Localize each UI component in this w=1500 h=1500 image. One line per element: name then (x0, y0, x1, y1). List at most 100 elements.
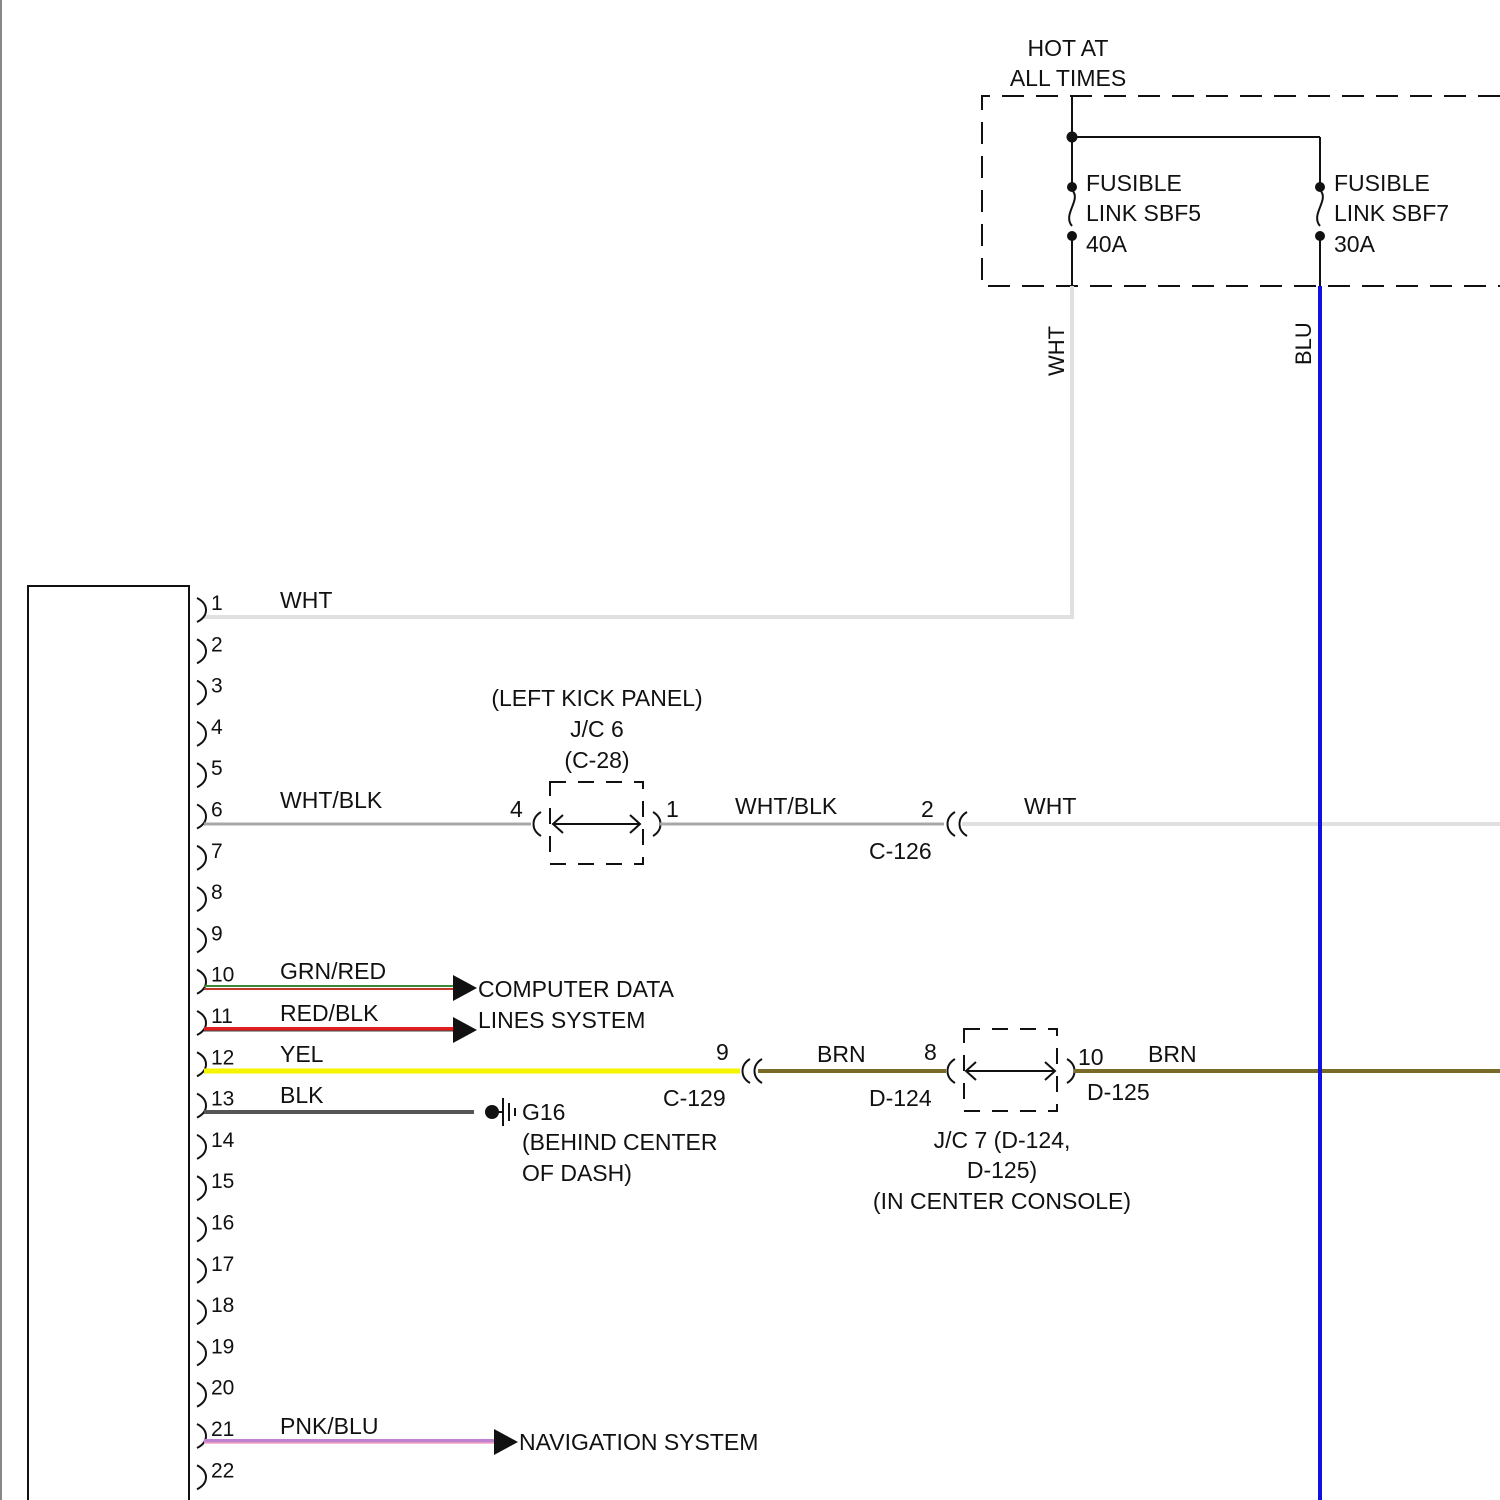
computer-data-line1: COMPUTER DATA (478, 976, 675, 1002)
wire-label-blu-vertical: BLU (1291, 322, 1316, 365)
c129-name: C-129 (663, 1085, 726, 1111)
pin-terminal-icon (197, 1465, 206, 1489)
pin-number: 1 (211, 592, 223, 615)
wire-label-pin6-after-c126: WHT (1024, 793, 1076, 819)
power-label-line2: ALL TIMES (1010, 65, 1126, 91)
pin-number: 6 (211, 799, 223, 822)
connector-pin: 20 (197, 1377, 234, 1407)
pin-terminal-icon (197, 970, 206, 994)
connector-pin: 19 (197, 1335, 234, 1365)
connector-right-icon (653, 812, 661, 836)
connector-pin: 5 (197, 757, 223, 787)
pin-number: 18 (211, 1294, 234, 1317)
junction-jc6: (LEFT KICK PANEL) J/C 6 (C-28) 4 1 (491, 685, 702, 864)
wire-label-pin12-after-c129: BRN (817, 1041, 866, 1067)
bus-junction-dot (1067, 132, 1078, 143)
computer-data-line2: LINES SYSTEM (478, 1007, 645, 1033)
connector-pin: 4 (197, 716, 223, 746)
wire-label-pin6: WHT/BLK (280, 787, 383, 813)
connector-c126: 2 C-126 (869, 796, 967, 864)
fuse-terminal-bottom (1315, 231, 1325, 241)
pin-terminal-icon (197, 763, 206, 787)
ground-name: G16 (522, 1099, 565, 1125)
pin-number: 17 (211, 1253, 234, 1276)
ground-location-line1: (BEHIND CENTER (522, 1129, 718, 1155)
pin-number: 3 (211, 675, 223, 698)
connector-pin: 22 (197, 1459, 234, 1489)
jc7-name-line2: D-125) (967, 1157, 1037, 1183)
fuse-terminal-bottom (1067, 231, 1077, 241)
fuse-element-icon (1069, 190, 1075, 226)
connector-pin: 18 (197, 1294, 234, 1324)
connector-pin: 15 (197, 1170, 234, 1200)
pin-terminal-icon (197, 1218, 206, 1242)
wire-wht-pin1 (204, 286, 1072, 617)
fuse-sbf5-line1: FUSIBLE (1086, 170, 1182, 196)
pin-terminal-icon (197, 1383, 206, 1407)
connector-pin: 7 (197, 840, 223, 870)
arrow-right-icon (453, 975, 477, 1001)
pin-number: 2 (211, 633, 223, 656)
fuse-element-icon (1317, 190, 1323, 226)
pin-number: 16 (211, 1212, 234, 1235)
wire-label-pin1: WHT (280, 587, 332, 613)
jc7-location: (IN CENTER CONSOLE) (873, 1188, 1131, 1214)
navigation-system-label: NAVIGATION SYSTEM (519, 1429, 758, 1455)
pin-terminal-icon (197, 681, 206, 705)
pin-terminal-icon (197, 722, 206, 746)
connector-left-icon (948, 1059, 956, 1083)
jc6-name: J/C 6 (570, 716, 624, 742)
pin-number: 7 (211, 840, 223, 863)
jc6-pin-right: 1 (666, 796, 679, 822)
jc6-location: (LEFT KICK PANEL) (491, 685, 702, 711)
wire-label-wht-vertical: WHT (1044, 326, 1069, 376)
pin-terminal-icon (197, 846, 206, 870)
connector-icon (948, 812, 956, 836)
pin-terminal-icon (197, 1259, 206, 1283)
ground-g16: G16 (BEHIND CENTER OF DASH) (485, 1098, 718, 1186)
wire-label-pin12: YEL (280, 1041, 324, 1067)
jc7-conn-left: D-124 (869, 1085, 932, 1111)
pin-number: 10 (211, 964, 234, 987)
ground-location-line2: OF DASH) (522, 1160, 632, 1186)
connector-pin: 16 (197, 1212, 234, 1242)
wire-label-pin6-after-jc6: WHT/BLK (735, 793, 838, 819)
fuse-sbf7: FUSIBLE LINK SBF7 30A (1315, 170, 1449, 286)
pin-terminal-icon (197, 928, 206, 952)
jc6-pin-left: 4 (510, 796, 523, 822)
component-box (28, 586, 189, 1500)
pin-number: 13 (211, 1088, 234, 1111)
connector-pin: 9 (197, 922, 223, 952)
connector-left-icon (534, 812, 542, 836)
connector-pin: 14 (197, 1129, 235, 1159)
pin-terminal-icon (197, 1424, 206, 1448)
fuse-sbf5: FUSIBLE LINK SBF5 40A (1067, 170, 1201, 286)
jc6-connector: (C-28) (564, 747, 629, 773)
arrow-right-icon (453, 1017, 477, 1043)
fuse-sbf5-line2: LINK SBF5 (1086, 200, 1201, 226)
pin-terminal-icon (197, 1135, 206, 1159)
pin-terminal-icon (197, 1176, 206, 1200)
connector-c129: 9 C-129 (663, 1039, 762, 1111)
pin-number: 12 (211, 1046, 234, 1069)
fuse-sbf7-line1: FUSIBLE (1334, 170, 1430, 196)
c126-pin: 2 (921, 796, 934, 822)
c129-pin: 9 (716, 1039, 729, 1065)
arrow-right-icon (494, 1429, 518, 1455)
pin-number: 21 (211, 1418, 234, 1441)
connector-pin: 17 (197, 1253, 234, 1283)
jc7-pin-right: 10 (1078, 1044, 1104, 1070)
wire-label-pin10: GRN/RED (280, 958, 386, 984)
jc7-name-line1: J/C 7 (D-124, (934, 1127, 1071, 1153)
pin-number: 8 (211, 881, 223, 904)
jc7-pin-left: 8 (924, 1039, 937, 1065)
wire-label-pin21: PNK/BLU (280, 1413, 378, 1439)
junction-jc7: 8 10 D-124 D-125 J/C 7 (D-124, D-125) (I… (869, 1029, 1150, 1214)
pin-number: 4 (211, 716, 223, 739)
pin-terminal-icon (197, 887, 206, 911)
pin-number: 19 (211, 1335, 234, 1358)
pin-terminal-icon (197, 1300, 206, 1324)
connector-pin: 3 (197, 675, 223, 705)
